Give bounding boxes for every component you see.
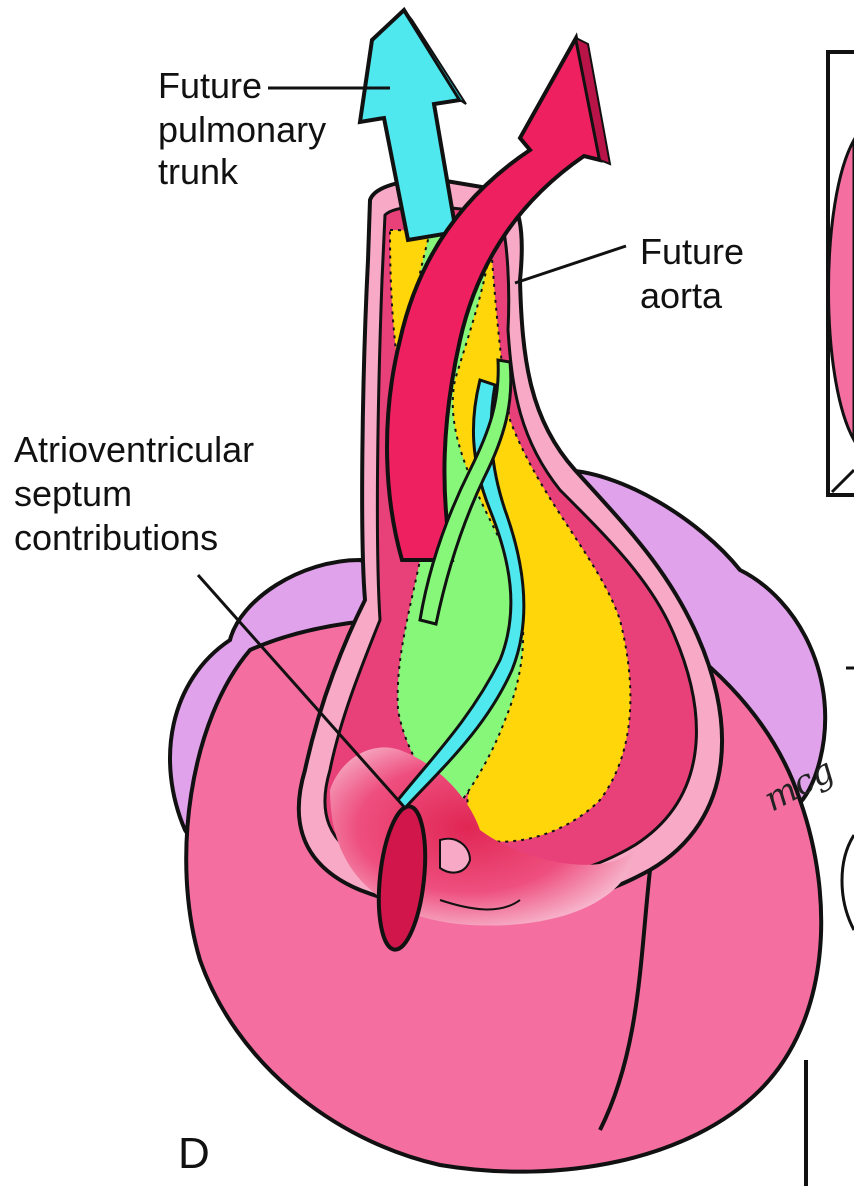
aorta-leader-line [515,246,626,283]
pulmonary-label: Future pulmonary trunk [158,65,336,192]
inset-panel [806,52,854,1186]
panel-letter: D [178,1129,210,1178]
septum-label: Atrioventricular septum contributions [14,429,264,558]
aorta-label: Future aorta [640,231,754,316]
